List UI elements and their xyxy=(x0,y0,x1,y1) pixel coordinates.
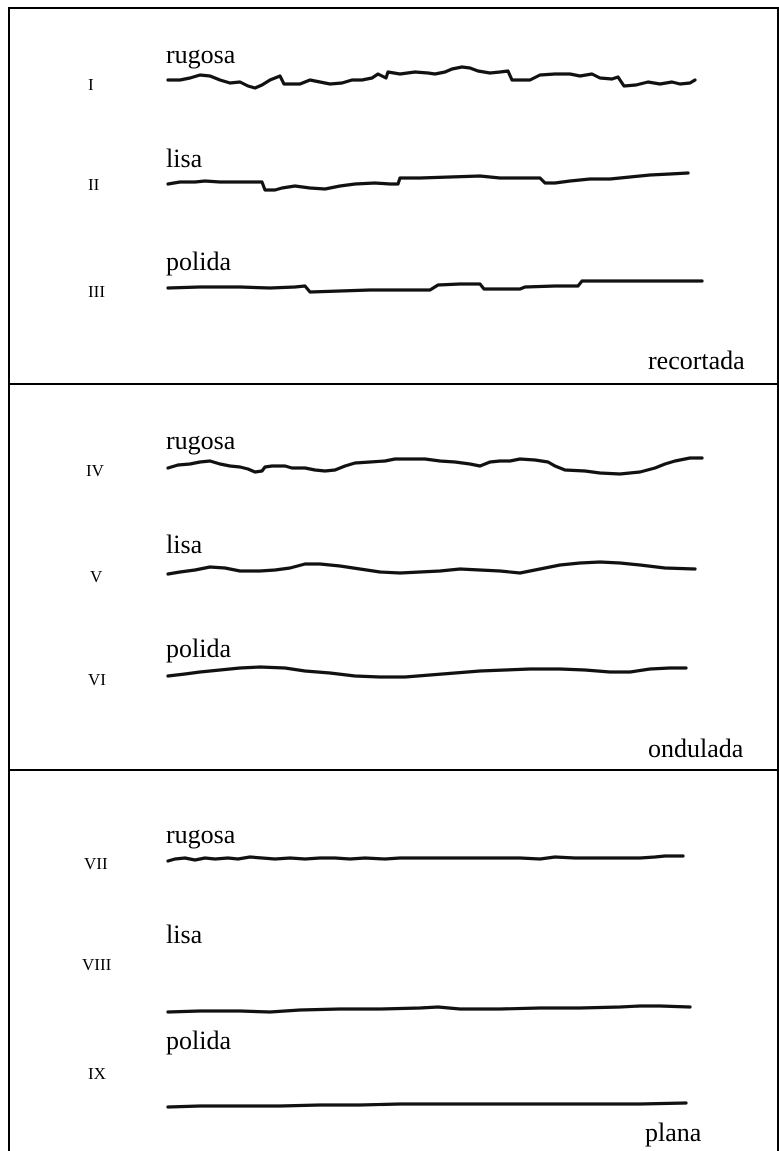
roman-numeral: IV xyxy=(86,461,104,480)
roman-numeral: VI xyxy=(88,670,106,689)
category-label: recortada xyxy=(648,346,745,375)
profile-label: polida xyxy=(166,247,231,276)
profile-label: polida xyxy=(166,634,231,663)
roman-numeral: IX xyxy=(88,1064,106,1083)
roman-numeral: V xyxy=(90,567,103,586)
profile-label: polida xyxy=(166,1026,231,1055)
roman-numeral: VII xyxy=(84,854,108,873)
roman-numeral: II xyxy=(88,175,100,194)
profile-label: rugosa xyxy=(166,820,236,849)
profile-line-I xyxy=(166,65,697,90)
profile-label: lisa xyxy=(166,530,203,559)
profile-line-VI xyxy=(166,665,688,679)
profile-line-IV xyxy=(166,456,704,476)
profile-label: rugosa xyxy=(166,426,236,455)
profile-label: lisa xyxy=(166,144,203,173)
profile-line-V xyxy=(166,560,697,576)
profile-line-II xyxy=(166,171,690,192)
profile-label: rugosa xyxy=(166,40,236,69)
profile-label: lisa xyxy=(166,920,203,949)
category-label: ondulada xyxy=(648,734,744,763)
category-label: plana xyxy=(645,1118,702,1147)
panel-plana xyxy=(8,769,779,1151)
roman-numeral: VIII xyxy=(82,955,112,974)
roman-numeral: III xyxy=(88,282,105,301)
profile-line-VIII-main xyxy=(166,1004,692,1014)
profile-line-VII xyxy=(166,854,685,863)
profile-line-IX xyxy=(166,1101,688,1109)
profile-line-III xyxy=(166,279,704,294)
roman-numeral: I xyxy=(88,75,94,94)
